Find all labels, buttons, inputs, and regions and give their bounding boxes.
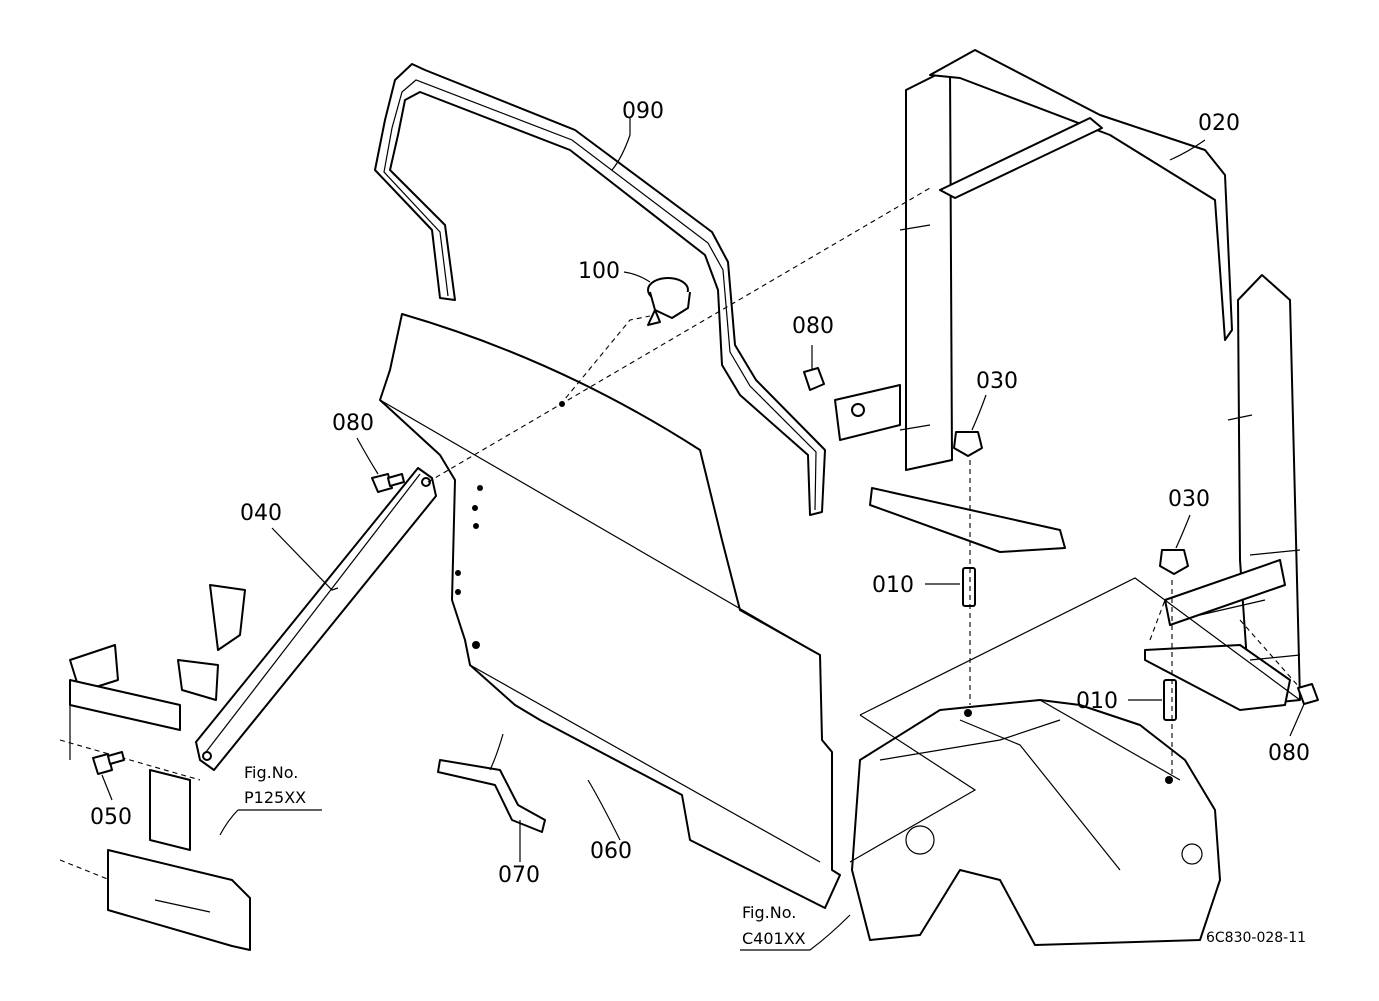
- assembly-line-1: [427, 187, 931, 483]
- nut-030-lower: [1159, 549, 1189, 575]
- label-070: 070: [498, 863, 540, 888]
- left-bracket-assembly: [59, 584, 251, 951]
- label-030-lower: 030: [1168, 487, 1210, 512]
- label-060: 060: [590, 839, 632, 864]
- label-030-upper: 030: [976, 369, 1018, 394]
- part-090-bar: [374, 63, 826, 516]
- assembly-line-2: [559, 315, 651, 406]
- leader-lines: [101, 118, 1305, 951]
- label-100: 100: [578, 259, 620, 284]
- figref-c401-line1: Fig.No.: [742, 903, 796, 922]
- base-plane-outline: [859, 577, 1301, 716]
- label-040: 040: [240, 501, 282, 526]
- part-020-frame: [834, 49, 1301, 711]
- transmission-case: [851, 699, 1221, 946]
- label-020: 020: [1198, 111, 1240, 136]
- bolt-080-left: [371, 473, 405, 493]
- label-050: 050: [90, 805, 132, 830]
- bolt-050: [92, 751, 125, 775]
- label-010-lower: 010: [1076, 689, 1118, 714]
- label-080-right: 080: [1268, 741, 1310, 766]
- label-080-left: 080: [332, 411, 374, 436]
- part-100-clamp: [647, 277, 691, 326]
- assembly-line-5: [1239, 619, 1301, 689]
- label-090: 090: [622, 99, 664, 124]
- figref-c401-line2: C401XX: [742, 929, 806, 948]
- figref-p125-line1: Fig.No.: [244, 763, 298, 782]
- part-060-panel: [379, 313, 841, 909]
- part-070-strip: [437, 759, 546, 833]
- nut-030-upper: [953, 431, 983, 457]
- bolt-080-right: [1297, 683, 1319, 705]
- bolt-080-center: [803, 367, 825, 391]
- label-080-center: 080: [792, 314, 834, 339]
- stud-010-lower: [1163, 679, 1177, 721]
- drawing-code: 6C830-028-11: [1206, 930, 1306, 946]
- figref-p125-line2: P125XX: [244, 788, 306, 807]
- part-040-stay: [195, 467, 437, 771]
- stud-010-upper: [962, 567, 976, 607]
- label-010-upper: 010: [872, 573, 914, 598]
